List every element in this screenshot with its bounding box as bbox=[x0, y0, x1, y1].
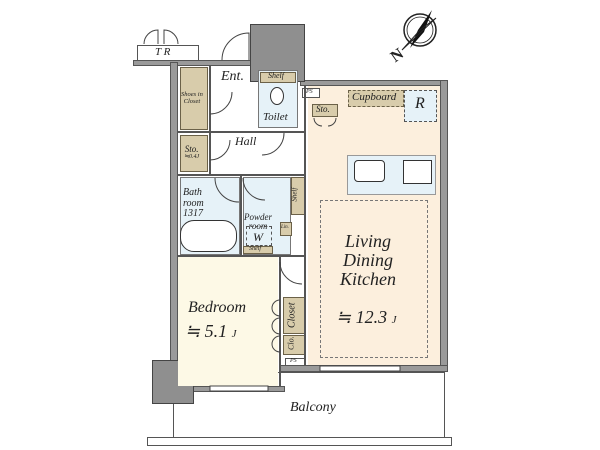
powder-room-line1: Powder bbox=[244, 212, 272, 222]
storage-left bbox=[180, 135, 208, 172]
storage-left-size: ≒0.4J bbox=[184, 154, 200, 161]
sink-icon bbox=[354, 160, 385, 182]
bedroom-size-unit: J bbox=[231, 328, 237, 340]
linen bbox=[280, 222, 292, 236]
ldk-size: ≒ 12.3 J bbox=[336, 308, 397, 327]
ldk-size-value: ≒ 12.3 bbox=[336, 307, 388, 327]
powder-room bbox=[243, 177, 291, 255]
trunk-room-label: T R bbox=[155, 46, 171, 58]
storage-top bbox=[312, 104, 338, 117]
shoes-closet bbox=[180, 67, 208, 130]
toilet-shelf-label: Shelf bbox=[268, 71, 284, 80]
washer-space bbox=[246, 226, 272, 246]
washer-label: W bbox=[253, 230, 263, 244]
powder-shelf bbox=[243, 246, 273, 254]
shoes-closet-label: Shoes in Closet bbox=[181, 91, 203, 106]
toilet-label: Toilet bbox=[263, 111, 288, 123]
refrigerator-space bbox=[404, 90, 437, 122]
bathroom-line3: 1317 bbox=[183, 208, 203, 219]
storage-top-label: Sto. bbox=[316, 104, 330, 114]
bedroom-size: ≒ 5.1 J bbox=[185, 322, 237, 341]
bathroom-line2: room bbox=[183, 197, 204, 209]
toilet-icon bbox=[270, 87, 284, 105]
toilet-shelf bbox=[260, 72, 296, 83]
ps-top-label: PS bbox=[306, 89, 313, 95]
shoes-closet-line2: Closet bbox=[183, 97, 201, 105]
stove-icon bbox=[403, 160, 432, 184]
ldk-label-line3: Kitchen bbox=[340, 268, 396, 289]
bathroom-line1: Bath bbox=[183, 187, 202, 198]
ps-bottom-label: PS bbox=[290, 358, 297, 364]
bedroom bbox=[178, 257, 278, 386]
ldk-label-line1: Living bbox=[344, 231, 391, 251]
cupboard-label: Cupboard bbox=[352, 91, 397, 103]
balcony-label: Balcony bbox=[290, 400, 336, 415]
cupboard bbox=[348, 90, 404, 107]
refrigerator-label: R bbox=[415, 95, 425, 112]
ldk-label-line2: Dining bbox=[342, 249, 393, 270]
bathroom-label: Bath room 1317 bbox=[183, 187, 204, 220]
shoes-closet-line1: Shoes in bbox=[181, 91, 203, 98]
powder-shelf-label: Shelf bbox=[249, 246, 261, 252]
storage-left-name: Sto. bbox=[184, 144, 199, 154]
bathtub-icon bbox=[180, 220, 237, 252]
linen-label: Lin. bbox=[281, 225, 289, 230]
ldk-label: Living Dining Kitchen bbox=[340, 232, 396, 289]
bedroom-label: Bedroom bbox=[188, 299, 247, 316]
bedroom-size-value: ≒ 5.1 bbox=[185, 321, 228, 341]
ps-top bbox=[302, 88, 320, 98]
storage-left-label: Sto. ≒0.4J bbox=[184, 144, 200, 161]
ldk-size-unit: J bbox=[391, 314, 397, 326]
hall-label: Hall bbox=[235, 134, 257, 148]
ldk-room bbox=[308, 86, 440, 365]
entrance-label: Ent. bbox=[221, 69, 244, 84]
ldk-rug bbox=[320, 200, 428, 358]
balcony-rail bbox=[147, 437, 452, 446]
